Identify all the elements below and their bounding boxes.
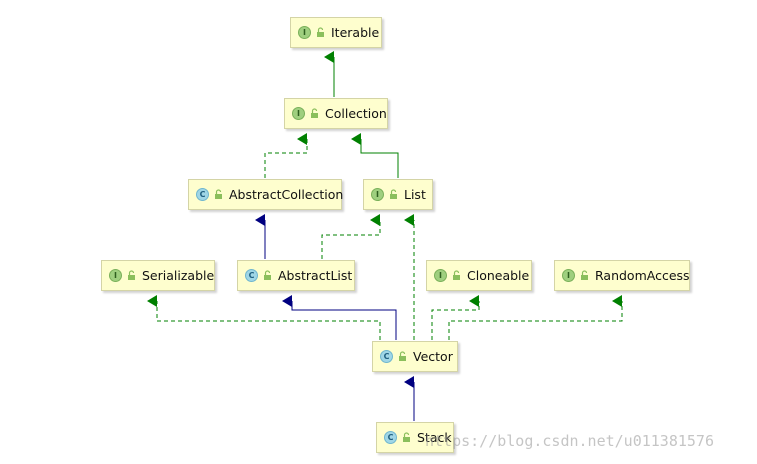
node-label: AbstractList <box>278 268 353 283</box>
edge-vector-abstractlist <box>282 295 397 340</box>
node-label: Cloneable <box>467 268 530 283</box>
lock-icon <box>311 108 318 118</box>
class-icon: C <box>196 188 209 201</box>
interface-icon: I <box>109 269 122 282</box>
node-abstract-collection[interactable]: C AbstractCollection <box>188 179 344 210</box>
node-list[interactable]: I List <box>363 179 433 210</box>
lock-icon <box>215 189 222 199</box>
edge-abstractlist-list <box>321 214 381 259</box>
lock-icon <box>128 270 135 280</box>
node-stack[interactable]: C Stack <box>376 422 454 453</box>
node-abstract-list[interactable]: C AbstractList <box>237 260 355 291</box>
node-random-access[interactable]: I RandomAccess <box>554 260 690 291</box>
node-vector[interactable]: C Vector <box>372 341 458 372</box>
node-label: Stack <box>417 430 452 445</box>
edge-vector-randomaccess <box>448 295 623 340</box>
node-label: Collection <box>325 106 387 121</box>
node-label: Serializable <box>142 268 215 283</box>
lock-icon <box>403 432 410 442</box>
lock-icon <box>581 270 588 280</box>
edge-vector-cloneable <box>431 295 480 340</box>
lock-icon <box>317 27 324 37</box>
lock-icon <box>399 351 406 361</box>
node-serializable[interactable]: I Serializable <box>101 260 215 291</box>
class-icon: C <box>245 269 258 282</box>
edge-vector-serializable <box>147 295 381 340</box>
lock-icon <box>453 270 460 280</box>
node-label: AbstractCollection <box>229 187 344 202</box>
class-icon: C <box>380 350 393 363</box>
edge-list-collection <box>351 133 399 178</box>
class-icon: C <box>384 431 397 444</box>
lock-icon <box>390 189 397 199</box>
node-label: Iterable <box>331 25 380 40</box>
interface-icon: I <box>434 269 447 282</box>
interface-icon: I <box>298 26 311 39</box>
edge-abstractcollection-collection <box>264 133 308 178</box>
watermark-text: https://blog.csdn.net/u011381576 <box>425 432 714 450</box>
node-label: RandomAccess <box>595 268 690 283</box>
lock-icon <box>264 270 271 280</box>
node-cloneable[interactable]: I Cloneable <box>426 260 532 291</box>
node-label: Vector <box>413 349 453 364</box>
interface-icon: I <box>562 269 575 282</box>
node-label: List <box>404 187 426 202</box>
interface-icon: I <box>371 188 384 201</box>
interface-icon: I <box>292 107 305 120</box>
node-iterable[interactable]: I Iterable <box>290 17 382 48</box>
node-collection[interactable]: I Collection <box>284 98 388 129</box>
